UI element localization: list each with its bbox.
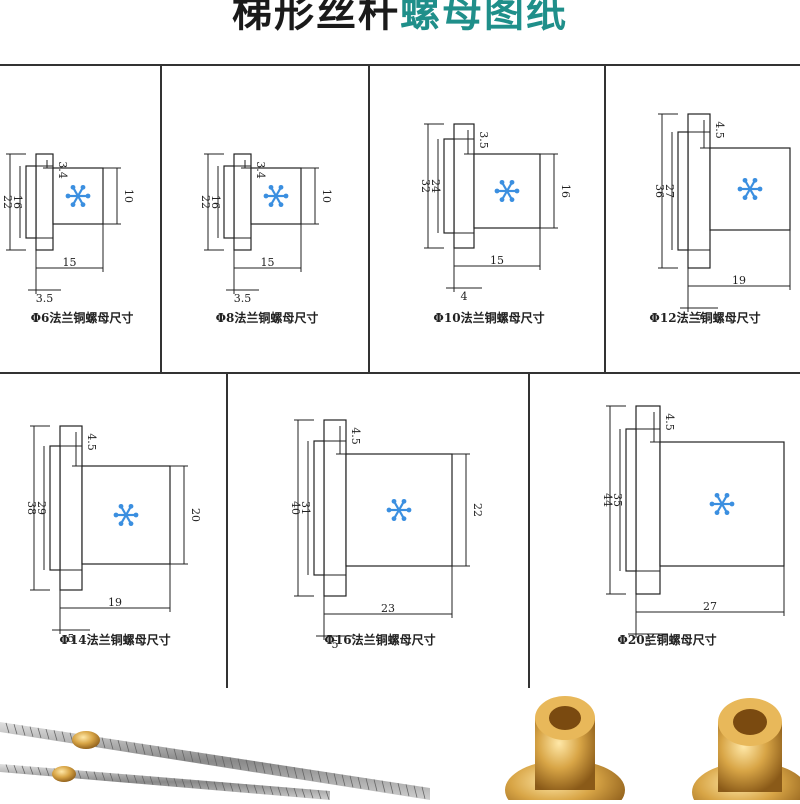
- flange-step: [223, 165, 235, 239]
- dim-flange-w: 5: [645, 636, 652, 649]
- flange-outline: [323, 419, 347, 597]
- dim-inner-h: 35: [611, 493, 624, 507]
- small-nut-2: [52, 766, 76, 782]
- dim-flange-w: 4: [461, 290, 468, 303]
- title-part1: 梯形丝杆: [232, 0, 400, 36]
- dim-flange-h: 22: [199, 195, 212, 209]
- snowflake-icon: [113, 503, 139, 527]
- snowflake-icon: [709, 492, 735, 516]
- dim-inner-h: 16: [209, 195, 222, 209]
- panel-caption: Φ8法兰铜螺母尺寸: [215, 311, 319, 325]
- dim-top-offset: 3.4: [56, 161, 69, 179]
- snowflake-icon: [65, 184, 91, 208]
- dim-top-offset: 3.4: [254, 161, 267, 179]
- dim-inner-h: 31: [299, 501, 312, 515]
- panel-caption: Φ14法兰铜螺母尺寸: [59, 633, 171, 647]
- flange-step: [677, 131, 689, 251]
- dim-inner-h: 16: [11, 195, 24, 209]
- dim-inner-h: 27: [663, 184, 676, 198]
- snowflake-icon: [494, 179, 520, 203]
- product-photo-strip: [0, 688, 800, 804]
- dim-body-h: 16: [559, 184, 572, 198]
- flange-outline: [635, 405, 661, 595]
- flange-step: [49, 445, 61, 571]
- dim-inner-h: 29: [35, 501, 48, 515]
- flange-step: [625, 428, 637, 572]
- dim-top-offset: 3.5: [477, 131, 490, 149]
- flange-outline: [453, 123, 475, 249]
- flange-step: [443, 138, 455, 234]
- dim-flange-h: 38: [25, 501, 38, 515]
- snowflake-icon: [737, 177, 763, 201]
- dim-top-offset: 4.5: [663, 413, 676, 431]
- title-part2: 螺母图纸: [400, 0, 568, 36]
- panel-caption: Φ10法兰铜螺母尺寸: [433, 311, 545, 325]
- dim-top-offset: 4.5: [349, 427, 362, 445]
- dim-total-w: 15: [261, 256, 275, 269]
- dim-flange-h: 32: [419, 179, 432, 193]
- dim-flange-w: 5: [696, 310, 703, 323]
- lead-screw-rods: [0, 722, 430, 800]
- small-nut-1: [72, 731, 100, 749]
- dim-total-w: 19: [732, 274, 746, 287]
- brass-nut-2: [692, 698, 800, 804]
- dim-flange-h: 36: [653, 184, 666, 198]
- dim-flange-h: 44: [601, 493, 614, 507]
- snowflake-icon: [263, 184, 289, 208]
- dim-top-offset: 4.5: [85, 433, 98, 451]
- panel-caption: Φ12法兰铜螺母尺寸: [649, 311, 761, 325]
- dim-top-offset: 4.5: [713, 121, 726, 139]
- panel-caption: Φ20兰铜螺母尺寸: [617, 633, 717, 647]
- dim-total-w: 15: [490, 254, 504, 267]
- dim-body-h: 10: [320, 189, 333, 203]
- dim-inner-h: 24: [429, 179, 442, 193]
- dim-flange-h: 22: [1, 195, 14, 209]
- flange-outline: [687, 113, 711, 269]
- dim-flange-w: 3.5: [36, 292, 54, 305]
- flange-step: [25, 165, 37, 239]
- product-photo: [0, 696, 800, 804]
- panel-caption: Φ16法兰铜螺母尺寸: [324, 633, 436, 647]
- dim-total-w: 19: [108, 596, 122, 609]
- snowflake-icon: [386, 498, 412, 522]
- dim-flange-w: 3.5: [234, 292, 252, 305]
- flange-outline: [59, 425, 83, 591]
- dim-total-w: 27: [703, 600, 717, 613]
- brass-nut-1: [505, 696, 625, 804]
- dim-total-w: 23: [381, 602, 395, 615]
- dim-flange-h: 40: [289, 501, 302, 515]
- dim-total-w: 15: [63, 256, 77, 269]
- dim-body-h: 22: [471, 503, 484, 517]
- dim-body-h: 10: [122, 189, 135, 203]
- dim-body-h: 20: [189, 508, 202, 522]
- dim-flange-w: 5: [68, 632, 75, 645]
- dim-flange-w: 5: [332, 638, 339, 651]
- page-title: 梯形丝杆螺母图纸: [0, 0, 800, 40]
- panel-caption: Φ6法兰铜螺母尺寸: [30, 311, 134, 325]
- flange-step: [313, 440, 325, 576]
